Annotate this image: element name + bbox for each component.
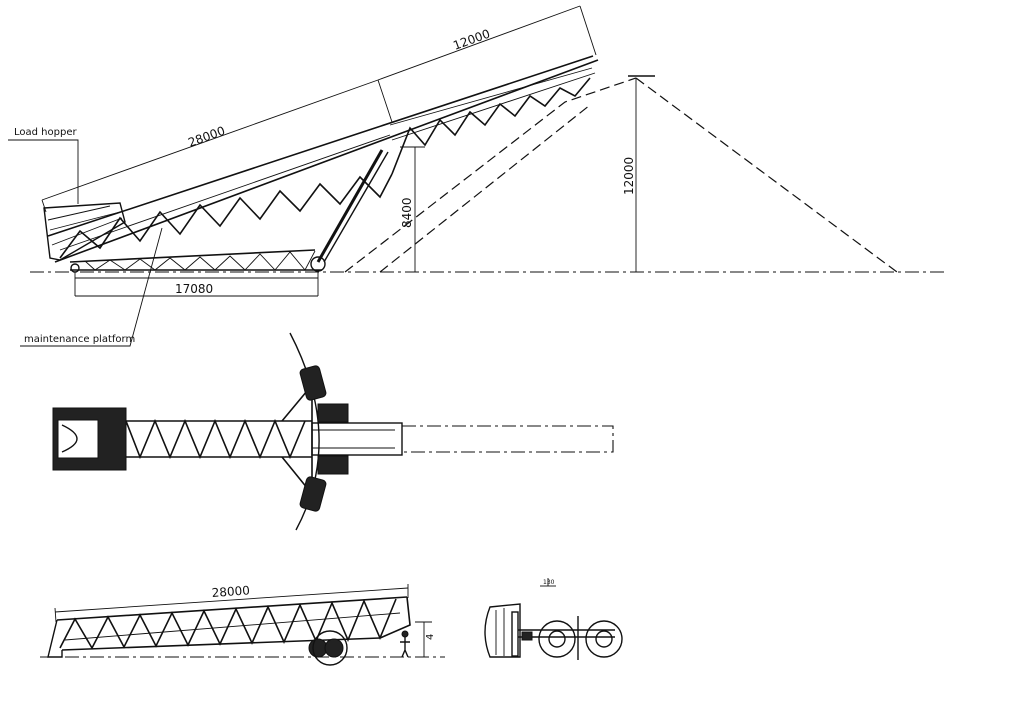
boom-upper-chord — [47, 55, 594, 237]
side-elevation-view: 12000 8400 12000 — [8, 5, 945, 347]
dim-upper-ext-2 — [579, 5, 597, 56]
transport-head — [379, 596, 411, 639]
load-hopper — [43, 202, 126, 261]
boom-extension-inner-chord-2 — [391, 72, 596, 141]
transport-top-chord — [56, 596, 408, 621]
pile-height-label: 12000 — [622, 157, 636, 195]
person-head — [401, 630, 409, 638]
plan-truss-lacing — [125, 418, 306, 460]
plan-wheel-mid-bottom — [317, 455, 349, 475]
dim-main-line — [41, 79, 379, 201]
transport-hopper-end — [47, 619, 63, 658]
boom-lower-chord — [54, 59, 599, 263]
end-view-frame — [484, 603, 521, 658]
dim-upper-line — [377, 5, 581, 81]
end-view-wheel-1-outer — [538, 620, 576, 658]
stockpile-outline-inner — [344, 77, 637, 273]
load-hopper-leader — [8, 139, 79, 204]
hydraulic-strut-rod — [323, 151, 389, 263]
end-view-chassis — [511, 611, 519, 657]
person-body — [400, 637, 410, 658]
boom-lacing-main — [59, 173, 393, 259]
transport-bottom-chord — [61, 637, 381, 651]
plan-view — [52, 332, 614, 531]
plan-wheel-bottom — [299, 476, 327, 512]
transport-dim-line — [54, 587, 409, 613]
boom-extension-inner-chord — [389, 67, 593, 126]
load-hopper-hatch — [47, 205, 123, 246]
transport-inner-chord — [64, 612, 401, 641]
plan-extension-outline — [402, 425, 614, 453]
plan-hopper-cab — [61, 424, 78, 453]
load-hopper-label: Load hopper — [14, 127, 77, 138]
stockpile-outline-cone — [635, 77, 898, 273]
base-frame-top — [69, 249, 316, 263]
front-wheel — [310, 256, 326, 272]
maintenance-platform-label: maintenance platform — [24, 334, 135, 345]
transport-wheel-outline — [312, 630, 348, 666]
plan-head-section — [311, 422, 403, 456]
support-height-label: 8400 — [400, 197, 414, 228]
dim-base-label: 17080 — [175, 282, 213, 296]
dim-upper-ext-1 — [377, 79, 393, 123]
transport-wheel-1 — [308, 638, 328, 658]
dim-upper-label: 12000 — [451, 27, 492, 53]
belt-line — [59, 134, 391, 251]
dim-main-label: 28000 — [186, 124, 227, 150]
transport-view: 4 28000 — [40, 583, 445, 666]
maintenance-platform-leader — [20, 227, 163, 347]
end-view: 130 — [484, 578, 623, 660]
end-view-top-mark: 130 — [543, 579, 555, 586]
boom-lacing-extension — [391, 77, 591, 175]
end-view-wheel-1-inner — [548, 630, 566, 648]
plan-wheel-mid-top — [317, 403, 349, 423]
end-view-wheel-2-outer — [585, 620, 623, 658]
dim-main-ext — [41, 199, 47, 213]
end-view-wheel-2-inner — [595, 630, 613, 648]
transport-dim-label: 28000 — [211, 583, 250, 600]
transport-height-label: 4 — [425, 634, 436, 640]
plan-wheel-top — [299, 365, 327, 401]
transport-wheel-2 — [324, 638, 344, 658]
base-frame-lacing — [84, 250, 316, 271]
end-view-hub — [521, 631, 533, 641]
hydraulic-strut — [316, 149, 384, 263]
transport-dim-ext-1 — [54, 607, 57, 623]
